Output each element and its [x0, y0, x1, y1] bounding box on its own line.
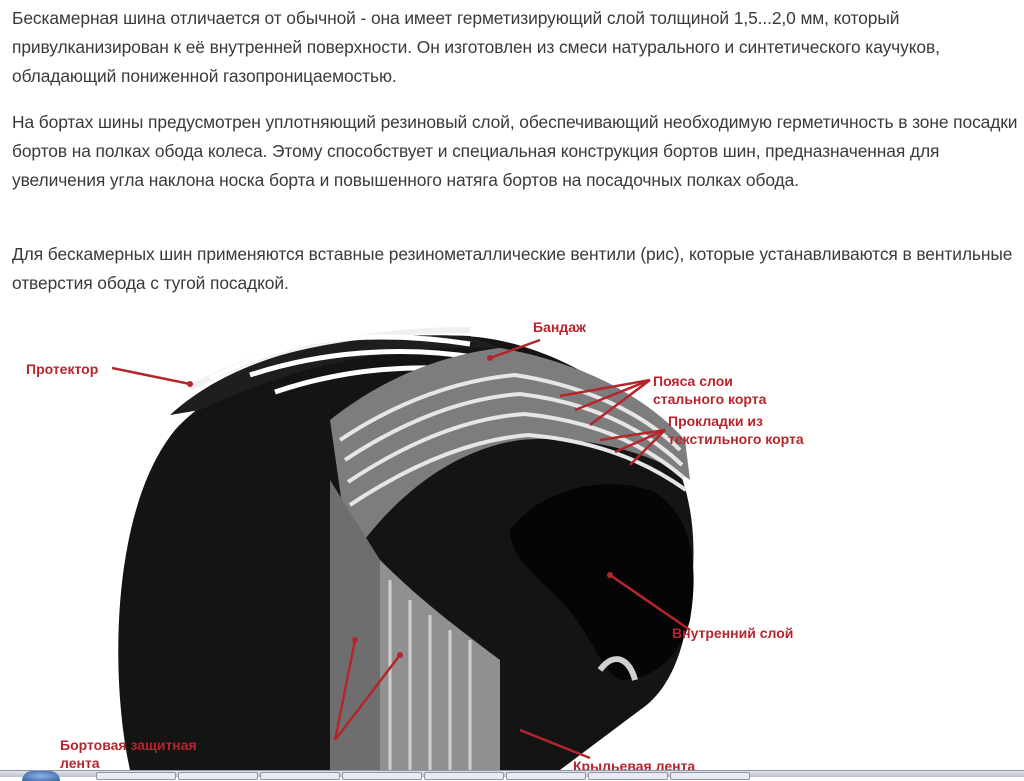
- label-steel-belts: Пояса слои стального корта: [653, 373, 767, 407]
- label-textile-plies: Прокладки из текстильного корта: [668, 413, 804, 447]
- label-protector: Протектор: [26, 361, 99, 377]
- tire-body: [118, 335, 694, 770]
- pointer-lines: [111, 338, 691, 760]
- taskbar-button-8[interactable]: [670, 772, 750, 780]
- taskbar-button-2[interactable]: [178, 772, 258, 780]
- paragraph-3: Для бескамерных шин применяются вставные…: [12, 244, 1013, 293]
- taskbar-button-4[interactable]: [342, 772, 422, 780]
- taskbar-button-7[interactable]: [588, 772, 668, 780]
- label-bandazh: Бандаж: [533, 319, 586, 335]
- label-bead-tape: Бортовая защитная лента: [60, 737, 197, 771]
- inner-cavity: [510, 484, 694, 680]
- paragraph-2: На бортах шины предусмотрен уплотняющий …: [12, 112, 1018, 190]
- label-inner-layer: Внутренний слой: [672, 625, 794, 641]
- taskbar-button-1[interactable]: [96, 772, 176, 780]
- tire-illustration: [111, 322, 694, 776]
- taskbar-button-5[interactable]: [424, 772, 504, 780]
- tire-cross-section-figure: Протектор Бандаж Пояса слои стального ко…: [0, 300, 1024, 776]
- taskbar-button-6[interactable]: [506, 772, 586, 780]
- start-button[interactable]: [22, 771, 60, 781]
- taskbar-button-3[interactable]: [260, 772, 340, 780]
- paragraph-1: Бескамерная шина отличается от обычной -…: [12, 8, 940, 86]
